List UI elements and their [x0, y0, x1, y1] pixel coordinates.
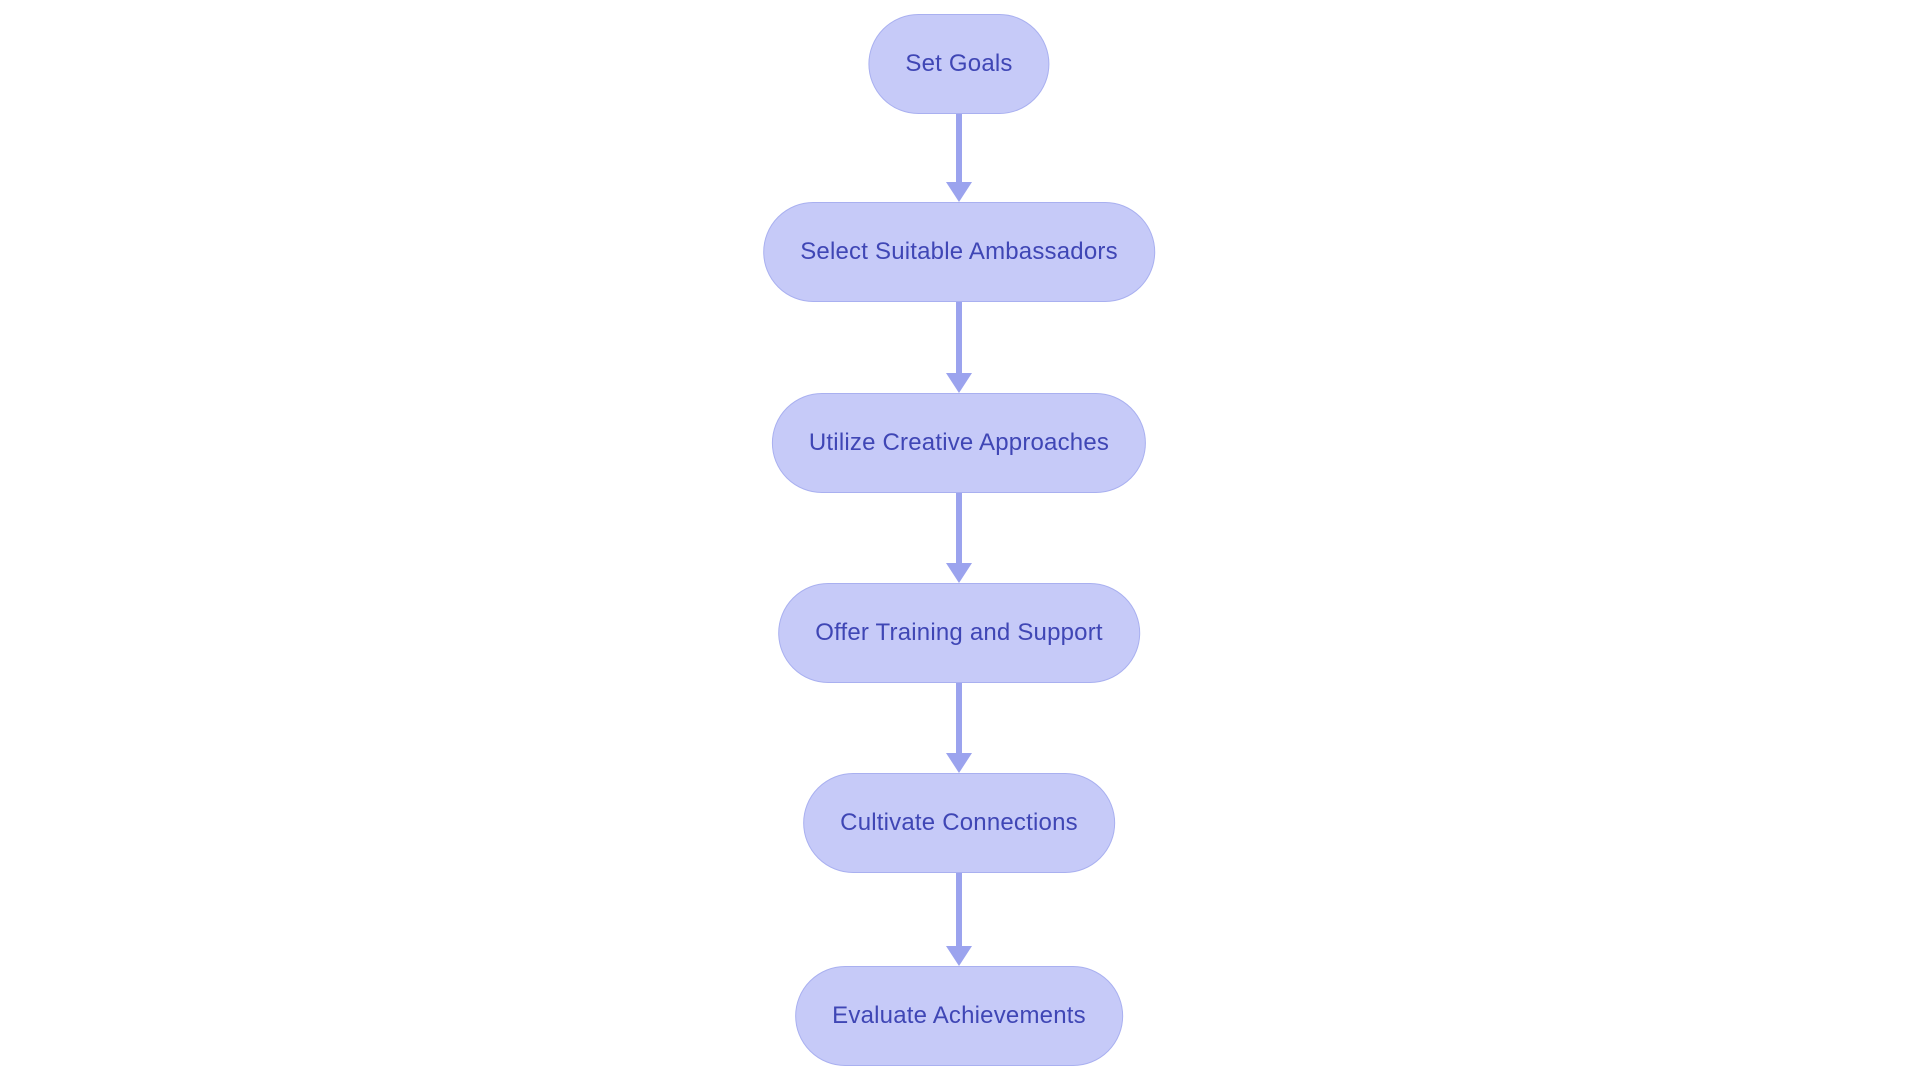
flow-node-evaluate-achievements: Evaluate Achievements [795, 966, 1123, 1066]
arrow-line [956, 493, 962, 563]
flow-node-label: Evaluate Achievements [832, 1002, 1086, 1029]
arrow-head-icon [946, 563, 972, 583]
arrow-line [956, 873, 962, 946]
flow-arrow-select-suitable-ambassadors-to-utilize-creative-approaches [946, 302, 972, 393]
flow-node-label: Select Suitable Ambassadors [800, 238, 1118, 265]
flow-node-label: Cultivate Connections [840, 809, 1078, 836]
flow-node-label: Set Goals [905, 50, 1013, 77]
flow-node-select-suitable-ambassadors: Select Suitable Ambassadors [763, 202, 1155, 302]
arrow-line [956, 683, 962, 753]
flow-node-offer-training-and-support: Offer Training and Support [778, 583, 1140, 683]
flow-arrow-cultivate-connections-to-evaluate-achievements [946, 873, 972, 966]
flow-node-utilize-creative-approaches: Utilize Creative Approaches [771, 393, 1147, 493]
arrow-head-icon [946, 946, 972, 966]
flow-node-cultivate-connections: Cultivate Connections [803, 773, 1115, 873]
flow-arrow-set-goals-to-select-suitable-ambassadors [946, 114, 972, 202]
flow-node-label: Offer Training and Support [815, 619, 1103, 646]
arrow-line [956, 114, 962, 182]
flow-node-set-goals: Set Goals [868, 14, 1050, 114]
flow-arrow-offer-training-and-support-to-cultivate-connections [946, 683, 972, 773]
arrow-line [956, 302, 962, 373]
arrow-head-icon [946, 182, 972, 202]
flow-node-label: Utilize Creative Approaches [808, 429, 1110, 456]
arrow-head-icon [946, 373, 972, 393]
arrow-head-icon [946, 753, 972, 773]
flow-arrow-utilize-creative-approaches-to-offer-training-and-support [946, 493, 972, 583]
